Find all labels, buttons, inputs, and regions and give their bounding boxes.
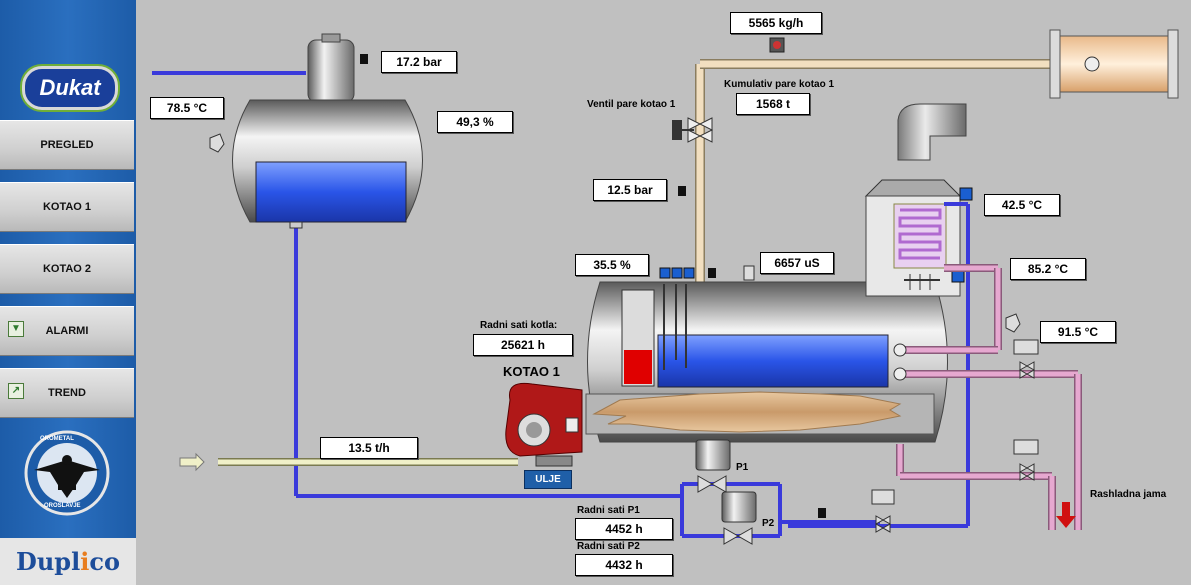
steam-valve-label: Ventil pare kotao 1 (587, 99, 676, 110)
boiler-hours-value: 25621 h (473, 334, 573, 356)
pump-p1 (695, 439, 731, 493)
boiler-water-level (657, 334, 889, 388)
drum-temp-value: 78.5 °C (150, 97, 224, 119)
duplico-logo: Duplico (0, 538, 136, 585)
drum-level-value: 49,3 % (437, 111, 513, 133)
supply-temp-value: 91.5 °C (1040, 321, 1116, 343)
p1-hours-value: 4452 h (575, 518, 673, 540)
nav-kotao-2[interactable]: KOTAO 2 (0, 244, 134, 294)
nav-kotao-1[interactable]: KOTAO 1 (0, 182, 134, 232)
oil-flow-value: 13.5 t/h (320, 437, 418, 459)
steam-pressure-value: 12.5 bar (593, 179, 667, 201)
nav-trend-label: TREND (48, 387, 86, 399)
sidebar: Dukat PREGLED KOTAO 1 KOTAO 2 ▼ ALARMI ↗… (0, 0, 136, 585)
boiler-title: KOTAO 1 (503, 364, 560, 379)
nav-alarmi-label: ALARMI (45, 325, 89, 337)
orometal-emblem (24, 430, 110, 516)
boiler-level-bar (624, 350, 652, 384)
boiler-hours-label: Radni sati kotla: (480, 320, 558, 331)
oil-label: ULJE (524, 470, 572, 489)
nav-pregled-label: PREGLED (40, 139, 94, 151)
drain-arrow (1056, 502, 1076, 528)
steam-total-value: 1568 t (736, 93, 810, 115)
return-temp-value: 85.2 °C (1010, 258, 1086, 280)
trend-icon: ↗ (8, 383, 24, 399)
boiler-level-value: 35.5 % (575, 254, 649, 276)
nav-pregled[interactable]: PREGLED (0, 120, 134, 170)
alarm-icon: ▼ (8, 321, 24, 337)
p1-hours-label: Radni sati P1 (577, 505, 640, 516)
chimney (897, 103, 967, 161)
conductivity-value: 6657 uS (760, 252, 834, 274)
deaerator-dome (307, 39, 355, 103)
burner-flame (592, 391, 902, 433)
nav-kotao-2-label: KOTAO 2 (42, 263, 92, 275)
nav-alarmi[interactable]: ▼ ALARMI (0, 306, 134, 356)
drain-label: Rashladna jama (1090, 489, 1167, 500)
pump-p1-label: P1 (736, 462, 749, 473)
nav-trend[interactable]: ↗ TREND (0, 368, 134, 418)
economizer-temp-value: 42.5 °C (984, 194, 1060, 216)
emblem-bottom-text: OROSLAVJE (44, 503, 81, 509)
drum-pressure-value: 17.2 bar (381, 51, 457, 73)
process-diagram (152, 29, 1179, 545)
feedwater-tank-level (255, 161, 407, 223)
nav-kotao-1-label: KOTAO 1 (42, 201, 92, 213)
emblem-top-text: OROMETAL (40, 436, 74, 442)
pump-p2 (721, 491, 757, 545)
steam-flow-value: 5565 kg/h (730, 12, 822, 34)
steam-consumer (1057, 35, 1171, 93)
p2-hours-label: Radni sati P2 (577, 541, 640, 552)
steam-total-label: Kumulativ pare kotao 1 (724, 79, 835, 90)
dukat-logo: Dukat (22, 66, 118, 110)
pump-p2-label: P2 (762, 518, 775, 529)
p2-hours-value: 4432 h (575, 554, 673, 576)
